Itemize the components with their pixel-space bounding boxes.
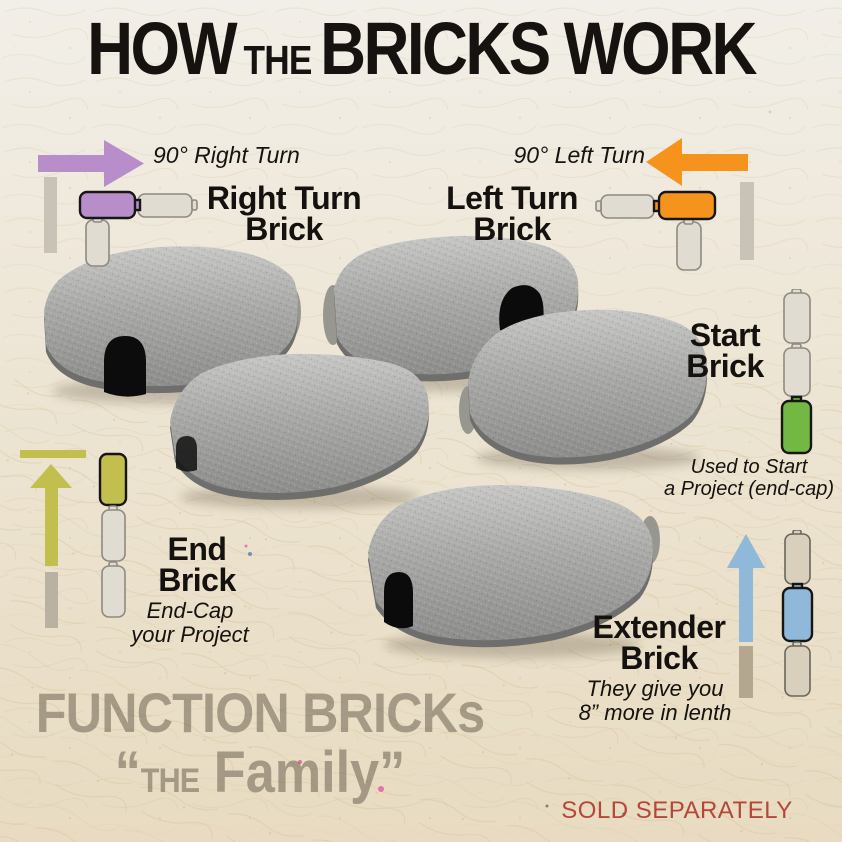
orange-mini-brick	[652, 190, 717, 221]
title-word-the: THE	[243, 37, 313, 83]
end-arrow-icon	[20, 450, 86, 628]
watermark-open-quote: “	[114, 739, 141, 805]
start-brick-label: Start Brick	[686, 317, 764, 385]
left-arrow-icon	[646, 138, 748, 186]
blue-mini-brick	[781, 582, 814, 643]
start-stack-icon	[780, 289, 813, 455]
end-brick-label: End Brick	[158, 531, 236, 599]
extender-arrow-gray-bar	[739, 646, 753, 698]
purple-mini-brick	[78, 190, 142, 220]
right-arrow-icon	[38, 140, 144, 187]
watermark: FUNCTION BRICKs “THE Family”	[35, 681, 485, 802]
watermark-the: THE	[140, 761, 200, 800]
rock-brick-bottom-center	[368, 485, 660, 658]
end-brick-desc: End-Cap your Project	[131, 598, 249, 648]
paper-specks	[244, 110, 772, 819]
right-turn-diagram-icon	[78, 190, 198, 267]
start-brick-desc: Used to Start a Project (end-cap)	[663, 456, 835, 500]
left-turn-brick-label: Left Turn Brick	[446, 180, 578, 248]
end-stack-icon	[98, 452, 128, 618]
title-word-bricks-work: BRICKS WORK	[320, 7, 757, 90]
right-turn-brick-label: Right Turn Brick	[206, 180, 362, 248]
wall-bar-right	[740, 182, 754, 260]
title-word-how: HOW	[87, 7, 237, 90]
watermark-line1: FUNCTION BRICKs	[35, 681, 485, 744]
extender-brick-label: Extender Brick	[592, 609, 726, 677]
wall-bar-left	[44, 177, 57, 253]
left-turn-diagram-icon	[595, 190, 717, 271]
green-mini-brick	[780, 395, 813, 455]
watermark-family: Family”	[199, 739, 406, 805]
olive-mini-brick	[98, 452, 128, 507]
right-turn-degree-label: 90° Right Turn	[153, 142, 300, 168]
rock-brick-right	[459, 309, 708, 470]
left-turn-degree-label: 90° Left Turn	[513, 142, 645, 168]
rock-brick-left-middle	[170, 353, 429, 509]
extender-stack-icon	[781, 530, 814, 697]
extender-brick-desc: They give you 8” more in lenth	[578, 676, 732, 726]
extender-arrow-icon	[727, 534, 765, 698]
watermark-line2: “THE Family”	[35, 743, 485, 802]
sold-separately-label: SOLD SEPARATELY	[561, 797, 793, 824]
end-arrow-gray-bar	[45, 572, 58, 628]
